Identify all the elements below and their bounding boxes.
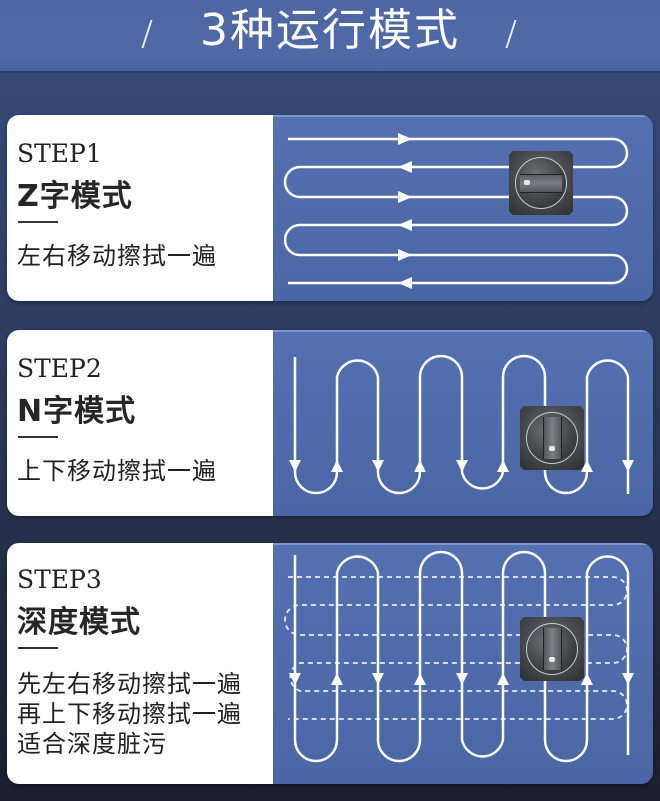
slash-decoration-left [141, 20, 153, 48]
divider [18, 647, 58, 649]
page-header: 3种运行模式 [0, 0, 660, 73]
z-path-diagram [283, 133, 629, 289]
mode-card-deep: STEP3 深度模式 先左右移动擦拭一遍 再上下移动擦拭一遍 适合深度脏污 [7, 543, 653, 784]
mode-description: 左右移动擦拭一遍 [17, 242, 217, 270]
mode-card-text-panel: STEP3 深度模式 先左右移动擦拭一遍 再上下移动擦拭一遍 适合深度脏污 [7, 543, 273, 784]
step-label: STEP3 [17, 565, 102, 594]
cleaning-robot-knob-icon [520, 617, 584, 681]
path-diagram-z [273, 115, 653, 301]
n-path-diagram [289, 354, 634, 495]
mode-description-line-2: 再上下移动擦拭一遍 [17, 700, 242, 728]
step-label: STEP1 [17, 139, 102, 168]
path-diagram-n [273, 330, 653, 516]
mode-title: 深度模式 [17, 605, 141, 640]
mode-card-z: STEP1 Z字模式 左右移动擦拭一遍 [7, 115, 653, 301]
mode-description-line-1: 先左右移动擦拭一遍 [17, 670, 242, 698]
deep-path-diagram [284, 550, 634, 763]
mode-card-n: STEP2 N字模式 上下移动擦拭一遍 [7, 330, 653, 516]
cleaning-robot-knob-icon [520, 406, 584, 470]
page-title: 3种运行模式 [200, 4, 460, 56]
cleaning-robot-knob-icon [509, 151, 573, 215]
mode-description: 上下移动擦拭一遍 [17, 457, 217, 485]
divider [18, 221, 58, 223]
divider [18, 436, 58, 438]
path-diagram-deep [273, 543, 653, 784]
mode-description-line-3: 适合深度脏污 [17, 730, 167, 758]
mode-card-text-panel: STEP2 N字模式 上下移动擦拭一遍 [7, 330, 273, 516]
slash-decoration-right [505, 20, 517, 48]
mode-title: N字模式 [17, 394, 137, 429]
mode-title: Z字模式 [17, 179, 133, 214]
mode-card-text-panel: STEP1 Z字模式 左右移动擦拭一遍 [7, 115, 273, 301]
step-label: STEP2 [17, 354, 102, 383]
